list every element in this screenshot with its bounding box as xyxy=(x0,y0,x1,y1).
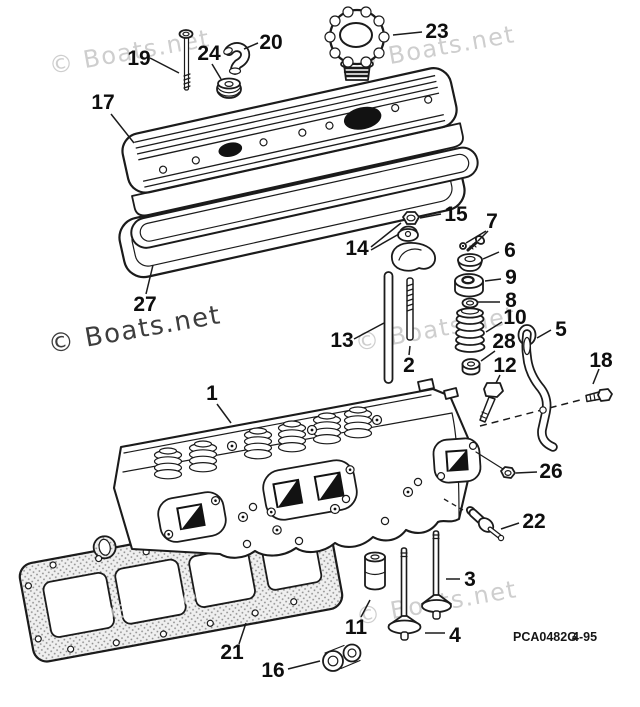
cap-knurls xyxy=(324,6,390,68)
callout-leader-11 xyxy=(360,599,371,618)
callout-leader-9 xyxy=(484,278,502,282)
head-port-boss-left xyxy=(157,491,227,543)
part-6-valve-cap-drawing xyxy=(457,253,483,272)
part-15-nut-drawing xyxy=(402,211,420,225)
callout-leader-15 xyxy=(419,213,442,219)
part-20-breather-elbow-drawing xyxy=(223,42,251,75)
callout-leader-12 xyxy=(495,374,501,384)
part-number-24: 24 xyxy=(197,42,221,65)
callout-leader-5 xyxy=(536,329,552,339)
callout-leader-13 xyxy=(353,322,385,340)
callout-leader-17 xyxy=(110,113,135,144)
callout-leader-1 xyxy=(216,403,232,424)
part-2-stud-drawing xyxy=(406,277,414,341)
callout-leader-21 xyxy=(238,622,247,645)
part-22-temperature-sender-drawing xyxy=(465,506,505,542)
part-8-valve-seal-ring-drawing xyxy=(461,297,479,309)
part-number-20: 20 xyxy=(259,31,282,54)
part-number-26: 26 xyxy=(539,460,562,483)
part-10-valve-spring-drawing xyxy=(454,307,486,353)
part-24-grommet-drawing xyxy=(216,77,242,99)
part-number-4: 4 xyxy=(449,624,461,647)
part-number-12: 12 xyxy=(493,354,516,377)
part-number-21: 21 xyxy=(220,641,244,664)
assembly-axis-dashed-line xyxy=(479,398,585,427)
part-13-push-rod-drawing xyxy=(383,271,394,384)
part-number-27: 27 xyxy=(133,293,156,316)
part-11-valve-lifter-drawing xyxy=(364,551,386,591)
part-12-bolt-drawing xyxy=(479,382,504,423)
head-valve-springs xyxy=(153,406,373,480)
part-7-screws-drawing xyxy=(459,235,486,252)
part-28-valve-stem-seal-drawing xyxy=(461,358,481,376)
callout-leader-2 xyxy=(408,345,411,356)
part-number-10: 10 xyxy=(503,306,526,329)
part-17-valve-cover-drawing xyxy=(121,67,479,249)
callout-leader-19 xyxy=(149,57,180,74)
part-number-23: 23 xyxy=(425,20,448,43)
callout-leader-26 xyxy=(515,471,538,474)
part-number-9: 9 xyxy=(505,266,517,289)
part-number-7: 7 xyxy=(486,210,498,233)
nut-26-locator-line xyxy=(475,451,504,470)
part-number-6: 6 xyxy=(504,239,516,262)
callout-leader-14 xyxy=(370,222,402,248)
head-port-boss-end xyxy=(432,437,482,484)
callout-leader-27 xyxy=(145,264,154,295)
callout-leader-28 xyxy=(480,350,496,362)
part-14-rocker-arm-and-ball-drawing xyxy=(391,225,436,272)
part-number-14: 14 xyxy=(345,237,369,260)
part-number-17: 17 xyxy=(91,91,114,114)
part-16-link-gasket-drawing xyxy=(322,643,362,672)
part-number-8: 8 xyxy=(505,289,517,312)
part-3-exhaust-valve-drawing xyxy=(421,530,452,620)
callout-leader-23 xyxy=(392,31,423,36)
callout-leader-14 xyxy=(370,233,400,251)
diagram-revision-date: 4-95 xyxy=(572,630,597,644)
part-1-cylinder-head-drawing xyxy=(112,378,482,559)
sensor-axis-dashed-line xyxy=(443,498,464,511)
part-number-28: 28 xyxy=(492,330,516,353)
part-number-13: 13 xyxy=(330,329,353,352)
part-number-1: 1 xyxy=(206,382,218,405)
callout-leader-7 xyxy=(477,230,489,242)
part-number-19: 19 xyxy=(127,47,150,70)
part-number-18: 18 xyxy=(589,349,613,372)
part-23-oil-fill-cap-drawing xyxy=(324,6,390,81)
part-number-11: 11 xyxy=(345,616,368,639)
part-number-3: 3 xyxy=(464,568,476,591)
part-19-bolt-drawing xyxy=(178,29,194,91)
callout-leader-16 xyxy=(287,660,321,670)
callout-leader-22 xyxy=(500,522,520,530)
head-face-holes xyxy=(237,477,423,549)
callout-leader-10 xyxy=(485,321,503,333)
callout-leader-24 xyxy=(211,63,222,80)
callout-leader-20 xyxy=(243,42,259,50)
part-5-lift-bracket-drawing xyxy=(517,324,558,452)
part-4-intake-valve-drawing xyxy=(387,547,422,641)
part-9-spring-retainer-drawing xyxy=(454,273,484,298)
part-26-nut-drawing xyxy=(500,466,516,479)
part-number-22: 22 xyxy=(522,510,545,533)
part-number-2: 2 xyxy=(403,354,415,377)
callout-leader-18 xyxy=(592,368,600,385)
callout-leader-7 xyxy=(465,230,487,244)
cover-bolt-holes xyxy=(158,95,433,174)
diagram-code: PCA0482G xyxy=(513,630,577,644)
part-number-15: 15 xyxy=(444,203,468,226)
part-number-16: 16 xyxy=(261,659,284,682)
callout-leader-6 xyxy=(482,251,500,260)
part-number-5: 5 xyxy=(555,318,567,341)
part-18-bolt-drawing xyxy=(585,388,613,403)
